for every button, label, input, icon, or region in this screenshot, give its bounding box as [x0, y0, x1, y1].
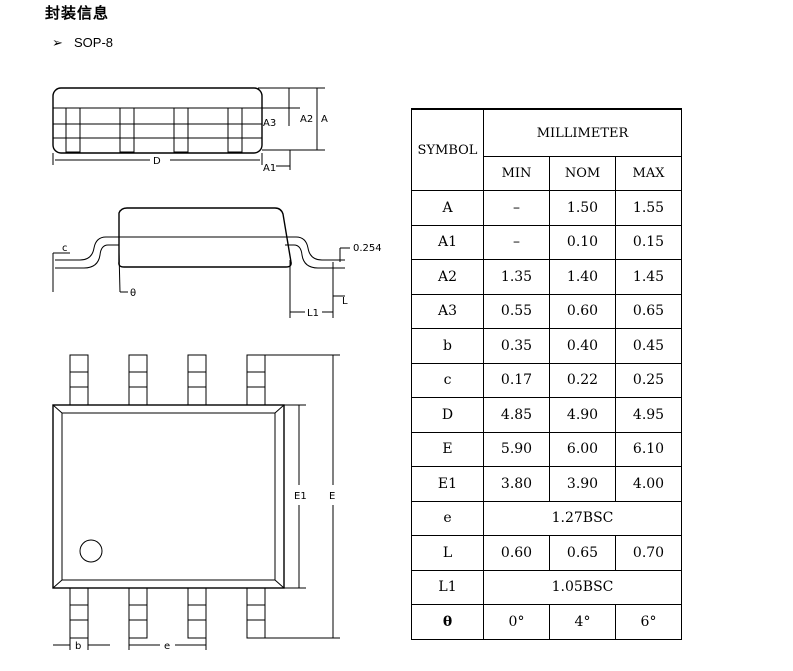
min-value-cell: 0.35: [483, 328, 550, 364]
min-value-cell: –: [483, 190, 550, 226]
label-b: b: [75, 641, 81, 652]
label-e-width: E: [329, 491, 335, 502]
symbol-cell: D: [411, 397, 484, 433]
package-bullet: ➢ SOP-8: [52, 35, 113, 51]
nom-value-cell: 0.22: [549, 362, 616, 398]
label-l1: L1: [307, 308, 319, 319]
symbol-cell: A1: [411, 224, 484, 260]
max-value-cell: 0.65: [615, 293, 682, 329]
front-view: [52, 207, 350, 318]
max-value-cell: 6°: [615, 604, 682, 640]
bsc-value-cell: 1.27BSC: [483, 500, 682, 536]
nom-value-cell: 0.60: [549, 293, 616, 329]
symbol-cell: A3: [411, 293, 484, 329]
max-value-cell: 1.55: [615, 190, 682, 226]
label-a2: A2: [300, 114, 313, 125]
symbol-cell: c: [411, 362, 484, 398]
side-view: [52, 87, 325, 170]
nom-value-cell: 1.40: [549, 259, 616, 295]
label-c: c: [62, 243, 68, 254]
label-a: A: [321, 114, 328, 125]
nom-value-cell: 0.40: [549, 328, 616, 364]
symbol-cell: L1: [411, 569, 484, 605]
nom-value-cell: 0.65: [549, 535, 616, 571]
nom-value-cell: 1.50: [549, 190, 616, 226]
unit-header: MILLIMETER: [483, 108, 682, 157]
symbol-cell: θ: [411, 604, 484, 640]
max-value-cell: 6.10: [615, 431, 682, 467]
symbol-cell: b: [411, 328, 484, 364]
max-value-cell: 0.70: [615, 535, 682, 571]
label-d: D: [153, 156, 161, 167]
min-value-cell: 5.90: [483, 431, 550, 467]
label-a3: A3: [263, 118, 276, 129]
side-leads: [65, 107, 243, 153]
bsc-value-cell: 1.05BSC: [483, 569, 682, 605]
pin1-dot: [79, 539, 103, 563]
arrow-bullet-icon: ➢: [52, 35, 63, 50]
symbol-cell: E: [411, 431, 484, 467]
min-value-cell: 0°: [483, 604, 550, 640]
min-value-cell: –: [483, 224, 550, 260]
symbol-cell: L: [411, 535, 484, 571]
max-value-cell: 0.15: [615, 224, 682, 260]
symbol-cell: A: [411, 190, 484, 226]
symbol-cell: A2: [411, 259, 484, 295]
nom-value-cell: 0.10: [549, 224, 616, 260]
nom-header: NOM: [549, 156, 616, 191]
min-value-cell: 4.85: [483, 397, 550, 433]
max-header: MAX: [615, 156, 682, 191]
min-header: MIN: [483, 156, 550, 191]
nom-value-cell: 4.90: [549, 397, 616, 433]
label-pitch: e: [164, 641, 170, 652]
label-gauge: 0.254: [353, 243, 382, 254]
min-value-cell: 0.17: [483, 362, 550, 398]
min-value-cell: 3.80: [483, 466, 550, 502]
min-value-cell: 0.60: [483, 535, 550, 571]
symbol-cell: e: [411, 500, 484, 536]
label-theta: θ: [130, 288, 136, 299]
nom-value-cell: 4°: [549, 604, 616, 640]
symbol-cell: E1: [411, 466, 484, 502]
nom-value-cell: 6.00: [549, 431, 616, 467]
max-value-cell: 4.00: [615, 466, 682, 502]
section-title: 封装信息: [45, 5, 110, 22]
min-value-cell: 1.35: [483, 259, 550, 295]
min-value-cell: 0.55: [483, 293, 550, 329]
label-l: L: [342, 296, 348, 307]
package-name: SOP-8: [74, 35, 114, 50]
top-view: [52, 354, 340, 650]
top-leads: [69, 354, 266, 639]
symbol-header: SYMBOL: [411, 108, 484, 191]
max-value-cell: 0.25: [615, 362, 682, 398]
label-a1: A1: [263, 163, 276, 174]
label-e1: E1: [294, 491, 307, 502]
max-value-cell: 0.45: [615, 328, 682, 364]
max-value-cell: 4.95: [615, 397, 682, 433]
max-value-cell: 1.45: [615, 259, 682, 295]
nom-value-cell: 3.90: [549, 466, 616, 502]
